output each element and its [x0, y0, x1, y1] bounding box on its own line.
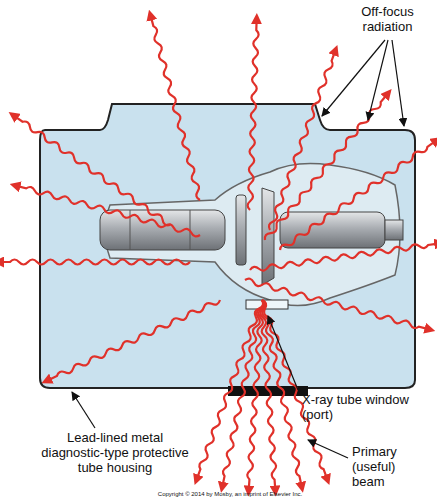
- leader-line: [368, 40, 388, 120]
- tube-housing: [40, 104, 415, 388]
- text-label: Primary (useful) beam: [352, 444, 427, 489]
- text-label: Copyright © 2014 by Mosby, an imprint of…: [110, 490, 350, 498]
- off-focus-ray: [15, 115, 172, 227]
- off-focus-ray: [248, 22, 260, 210]
- off-focus-ray: [268, 52, 337, 230]
- primary-beam-ray: [195, 299, 264, 477]
- leader-line: [268, 316, 298, 390]
- leader-line: [72, 392, 95, 428]
- off-focus-ray: [149, 18, 202, 201]
- primary-beam-ray: [260, 299, 304, 484]
- off-focus-ray: [250, 241, 437, 272]
- text-label: X-ray tube window (port): [302, 392, 422, 422]
- anode-stem: [385, 220, 403, 240]
- off-focus-ray: [18, 184, 201, 237]
- focusing-cup: [236, 195, 246, 265]
- leader-line: [308, 440, 348, 458]
- leader-line: [392, 40, 404, 126]
- primary-beam-ray: [260, 300, 278, 488]
- leader-line: [322, 40, 385, 116]
- off-focus-ray: [279, 140, 436, 252]
- text-label: Lead-lined metal diagnostic-type protect…: [40, 430, 190, 475]
- rotor: [280, 212, 385, 248]
- off-focus-ray: [2, 260, 190, 265]
- primary-beam-ray: [220, 299, 264, 484]
- off-focus-ray: [49, 298, 221, 382]
- text-label: Off-focus radiation: [345, 4, 430, 34]
